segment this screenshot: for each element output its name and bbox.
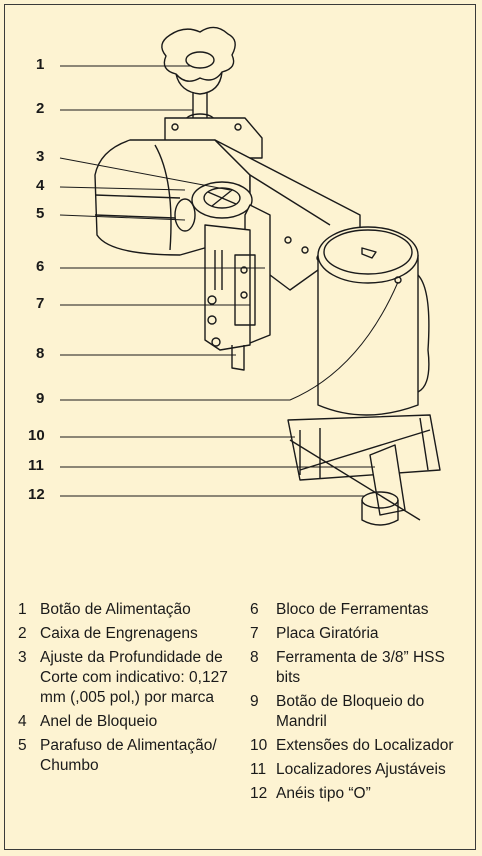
- callout-8: 8: [36, 345, 45, 362]
- callout-6: 6: [36, 258, 45, 275]
- depth-dial: [191, 181, 253, 219]
- leader-lines: [59, 65, 399, 497]
- lock-ring: [174, 198, 196, 232]
- callout-2: 2: [36, 100, 45, 117]
- callout-11: 11: [28, 457, 44, 474]
- tool-bit: [231, 345, 245, 371]
- callout-10: 10: [28, 427, 45, 444]
- machine-drawing: [59, 26, 441, 526]
- feed-knob: [161, 26, 236, 82]
- callout-4: 4: [36, 177, 45, 194]
- callout-3: 3: [36, 148, 45, 165]
- knob-shaft: [192, 92, 208, 118]
- callout-7: 7: [36, 295, 45, 312]
- locator-extensions: [287, 414, 441, 481]
- tool-block: [204, 224, 251, 351]
- callout-12: 12: [28, 486, 45, 503]
- callout-9: 9: [36, 390, 45, 407]
- callout-5: 5: [36, 205, 45, 222]
- swivel-plate: [244, 204, 271, 346]
- tool-holder: [234, 254, 256, 326]
- callout-1: 1: [36, 56, 45, 73]
